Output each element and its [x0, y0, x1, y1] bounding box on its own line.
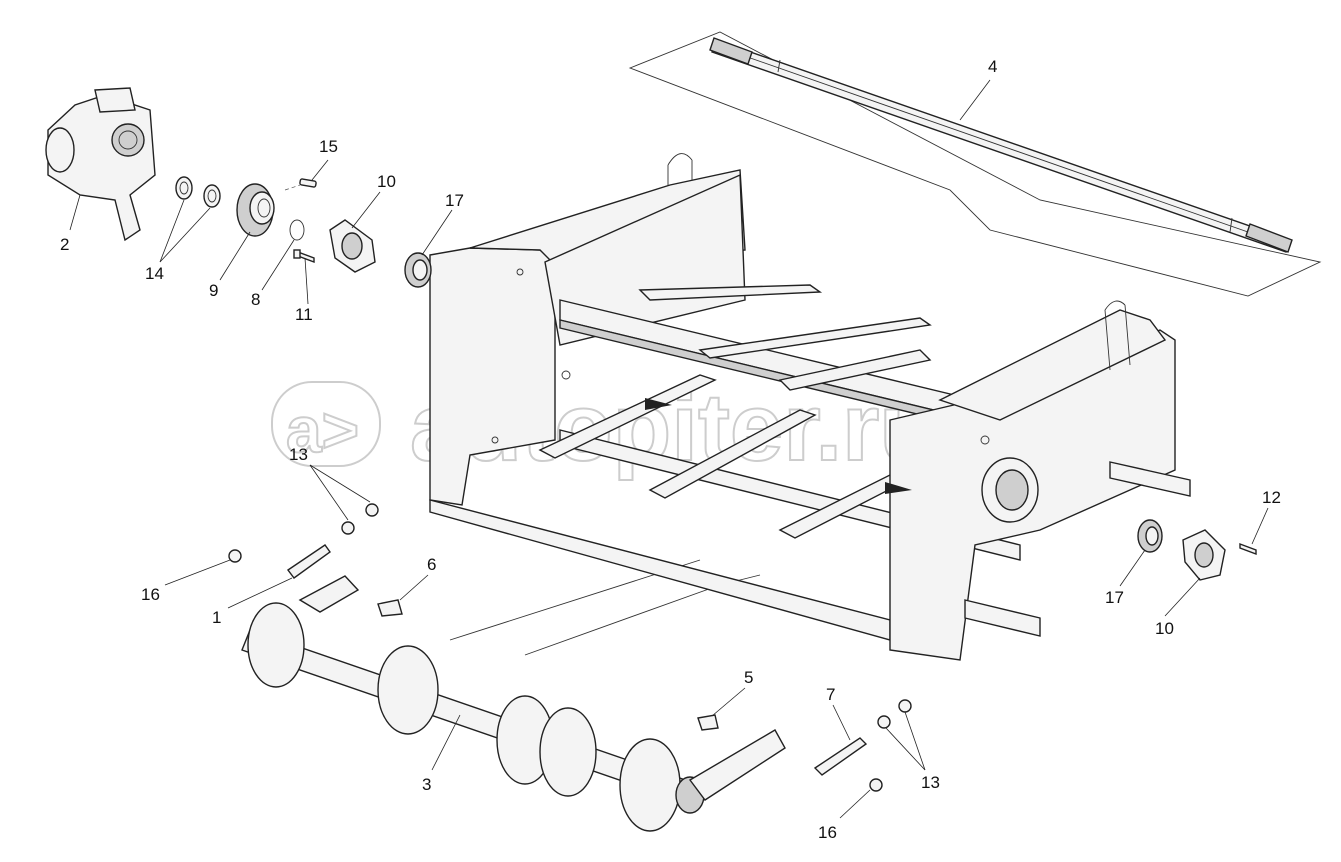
part-17-bearing-left — [404, 252, 432, 288]
leader-lines — [69, 79, 1269, 819]
callout-13-lower: 13 — [921, 773, 940, 792]
callout-16-right: 16 — [818, 823, 837, 842]
callout-16-left: 16 — [141, 585, 160, 604]
callout-17-right: 17 — [1105, 588, 1124, 607]
callout-labels: 1 2 3 4 5 6 7 8 9 10 10 11 12 13 13 14 1… — [60, 57, 1281, 842]
callout-15: 15 — [319, 137, 338, 156]
callout-8: 8 — [251, 290, 260, 309]
part-16-nut-right — [869, 778, 883, 792]
part-11-bolt — [293, 249, 315, 264]
callout-10-right: 10 — [1155, 619, 1174, 638]
callout-13-upper: 13 — [289, 445, 308, 464]
part-15-key — [284, 178, 317, 191]
callout-5: 5 — [744, 668, 753, 687]
part-14-washers — [175, 176, 221, 208]
callout-6: 6 — [427, 555, 436, 574]
callout-17-left: 17 — [445, 191, 464, 210]
callout-10-left: 10 — [377, 172, 396, 191]
part-9-gear — [236, 183, 275, 237]
part-16-nut-left — [228, 549, 242, 563]
part-1-pin — [286, 544, 331, 579]
part-6-bolt — [377, 599, 403, 617]
part-12-bolt — [1239, 542, 1257, 556]
callout-12: 12 — [1262, 488, 1281, 507]
callout-7: 7 — [826, 685, 835, 704]
callout-3: 3 — [422, 775, 431, 794]
part-10-flange-right — [1182, 529, 1226, 581]
part-8-ring — [289, 219, 305, 241]
part-3-roller — [241, 575, 786, 832]
watermark-logo-mark: a> — [286, 394, 359, 466]
part-5-bolt — [697, 714, 719, 731]
part-7-pin — [813, 737, 868, 776]
main-frame — [429, 153, 1191, 661]
part-4-shaft — [709, 37, 1293, 253]
callout-4: 4 — [988, 57, 997, 76]
callout-11: 11 — [295, 305, 313, 324]
part-10-flange-left — [329, 219, 376, 273]
watermark-logo-frame — [271, 381, 381, 467]
part-13-nuts-upper — [341, 503, 379, 535]
part-2-gearbox — [45, 87, 156, 242]
part-17-bearing-right — [1137, 519, 1163, 553]
callout-9: 9 — [209, 281, 218, 300]
callout-2: 2 — [60, 235, 69, 254]
callout-14: 14 — [145, 264, 164, 283]
callout-1: 1 — [212, 608, 221, 627]
